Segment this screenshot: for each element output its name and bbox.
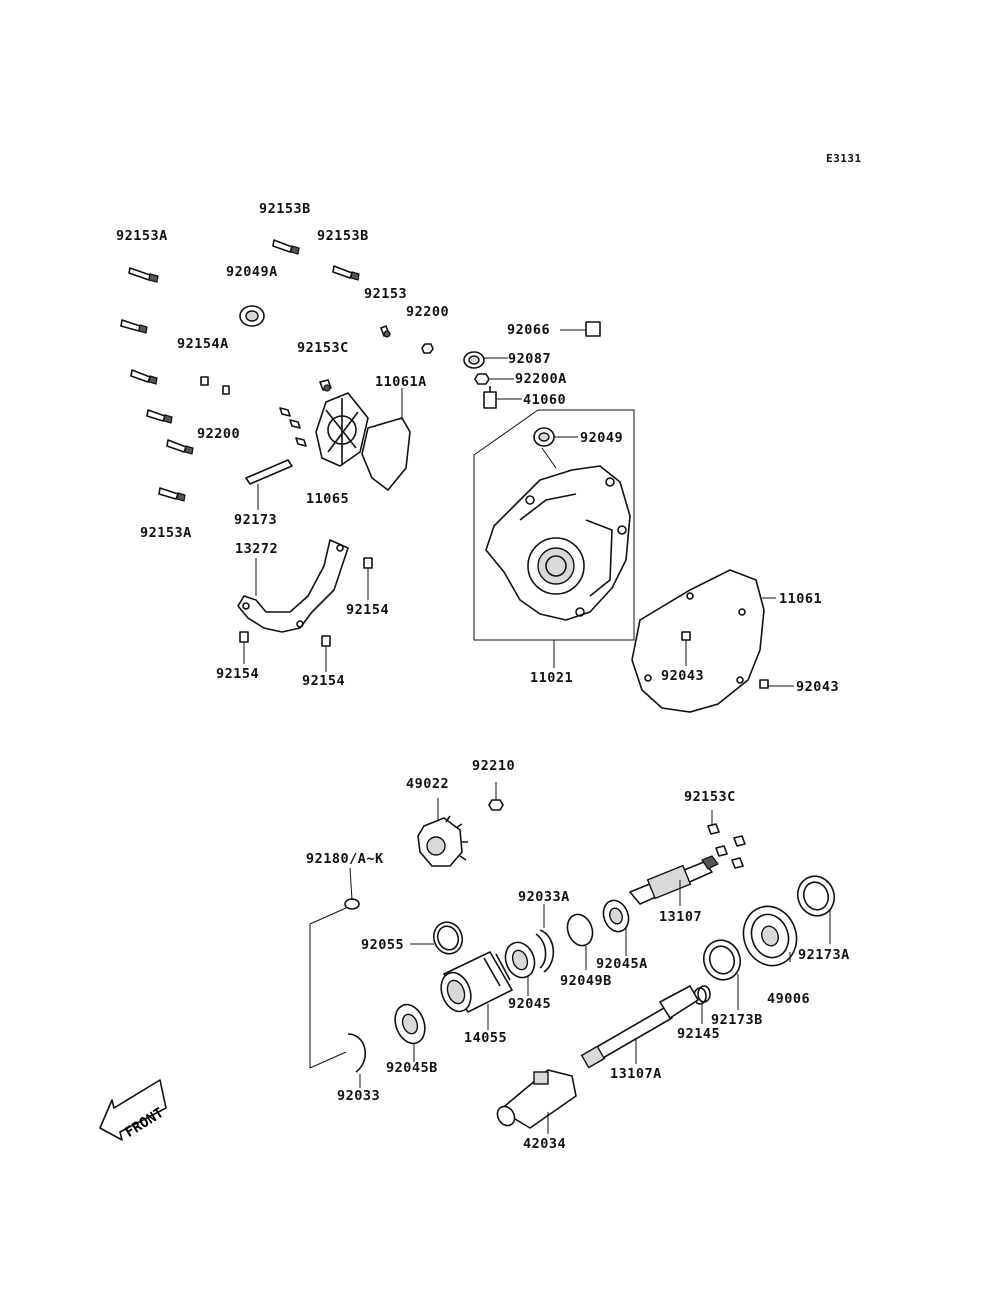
callout-92200-top[interactable]: 92200 (406, 304, 450, 320)
callout-92153B-top[interactable]: 92153B (259, 201, 311, 217)
cap-92087 (463, 351, 485, 369)
callout-92154A[interactable]: 92154A (177, 336, 229, 352)
shaft-13107A (580, 985, 699, 1069)
callout-13107[interactable]: 13107 (659, 909, 703, 925)
clamp-92173A (796, 875, 836, 917)
callout-92153A-bottom[interactable]: 92153A (140, 525, 192, 541)
bracket-92173 (245, 459, 293, 485)
crankcase-cover-11021 (485, 465, 631, 621)
callout-92154-bottom[interactable]: 92154 (302, 673, 346, 689)
callout-11021[interactable]: 11021 (530, 670, 574, 686)
plug-92066 (585, 321, 601, 337)
callout-92154-right[interactable]: 92154 (346, 602, 390, 618)
boot-49006 (742, 905, 798, 967)
oil-seal-92049B (566, 913, 594, 947)
callout-13107A[interactable]: 13107A (610, 1066, 662, 1082)
nut-92210 (488, 799, 504, 811)
bolt-92153B-1 (272, 239, 300, 255)
diagram-code: E3131 (826, 152, 862, 165)
callout-92154-left[interactable]: 92154 (216, 666, 260, 682)
callout-92145[interactable]: 92145 (677, 1026, 721, 1042)
callout-92173B[interactable]: 92173B (711, 1012, 763, 1028)
callout-92173A[interactable]: 92173A (798, 947, 850, 963)
housing-14055 (440, 951, 513, 1013)
callout-92055[interactable]: 92055 (361, 937, 405, 953)
callout-92049B[interactable]: 92049B (560, 973, 612, 989)
shaft-13107 (629, 855, 719, 905)
bolt-92153A-1 (128, 267, 159, 283)
callout-49006[interactable]: 49006 (767, 991, 811, 1007)
small-bolts-cover (279, 407, 307, 447)
screw-92154-c (321, 635, 331, 672)
oil-seal-92049 (533, 427, 555, 447)
bolt-92153C-top (319, 379, 332, 392)
gear-49022 (417, 815, 468, 867)
callout-13272[interactable]: 13272 (235, 541, 279, 557)
callout-92153C-top[interactable]: 92153C (297, 340, 349, 356)
shim-92180 (344, 898, 360, 910)
callout-49022[interactable]: 49022 (406, 776, 450, 792)
callout-92045[interactable]: 92045 (508, 996, 552, 1012)
screw-92200-left (222, 385, 230, 395)
screw-92154A (200, 376, 209, 386)
callout-92153[interactable]: 92153 (364, 286, 408, 302)
callout-92049[interactable]: 92049 (580, 430, 624, 446)
dowel-92043-inner (681, 631, 691, 641)
circlip-92033A (535, 929, 555, 973)
dowel-92043-outer (759, 679, 769, 689)
callout-92043-outer[interactable]: 92043 (796, 679, 840, 695)
callout-92066[interactable]: 92066 (507, 322, 551, 338)
bolt-left-5 (166, 439, 194, 455)
screw-92154-b (239, 631, 249, 664)
callout-42034[interactable]: 42034 (523, 1136, 567, 1152)
callout-92153B-right[interactable]: 92153B (317, 228, 369, 244)
front-arrow-icon: FRONT (99, 1079, 167, 1141)
callout-41060[interactable]: 41060 (523, 392, 567, 408)
clamp-92173B (702, 939, 742, 981)
callout-11061A[interactable]: 11061A (375, 374, 427, 390)
bolt-92153A-2 (158, 487, 186, 502)
callout-92033A[interactable]: 92033A (518, 889, 570, 905)
callout-92200-left[interactable]: 92200 (197, 426, 241, 442)
o-ring-92055 (432, 921, 464, 955)
bolt-left-4 (146, 409, 173, 424)
bolt-left-2 (120, 319, 148, 334)
yoke-42034 (496, 1069, 577, 1129)
callout-92045B[interactable]: 92045B (386, 1060, 438, 1076)
screw-92154-a (363, 557, 373, 600)
gasket-11061A (361, 417, 411, 492)
callout-92153C-bottom[interactable]: 92153C (684, 789, 736, 805)
bolt-left-3 (130, 369, 158, 385)
callout-92173[interactable]: 92173 (234, 512, 278, 528)
circlip-92033 (347, 1033, 366, 1073)
callout-92210[interactable]: 92210 (472, 758, 516, 774)
bearing-92045 (504, 941, 536, 979)
callout-92045A[interactable]: 92045A (596, 956, 648, 972)
callout-14055[interactable]: 14055 (464, 1030, 508, 1046)
plate-13272 (237, 539, 349, 633)
bolt-92153 (380, 325, 391, 338)
callout-11065[interactable]: 11065 (306, 491, 350, 507)
gasket-11061 (631, 569, 765, 713)
callout-92153A-top[interactable]: 92153A (116, 228, 168, 244)
bolt-92153B-2 (332, 265, 360, 281)
callout-92033[interactable]: 92033 (337, 1088, 381, 1104)
nut-92200A (474, 373, 490, 385)
callout-92180[interactable]: 92180/A~K (306, 851, 384, 867)
callout-92049A[interactable]: 92049A (226, 264, 278, 280)
callout-92043-inner[interactable]: 92043 (661, 668, 705, 684)
bearing-92045B (394, 1003, 426, 1045)
cover-11065 (315, 392, 369, 467)
callout-11061[interactable]: 11061 (779, 591, 823, 607)
nut-92200-top (421, 343, 434, 354)
oil-seal-92049A (239, 305, 265, 327)
switch-41060 (483, 386, 497, 409)
bolts-92153C (707, 823, 746, 869)
bearing-92045A (602, 899, 630, 933)
callout-92087[interactable]: 92087 (508, 351, 552, 367)
callout-92200A[interactable]: 92200A (515, 371, 567, 387)
